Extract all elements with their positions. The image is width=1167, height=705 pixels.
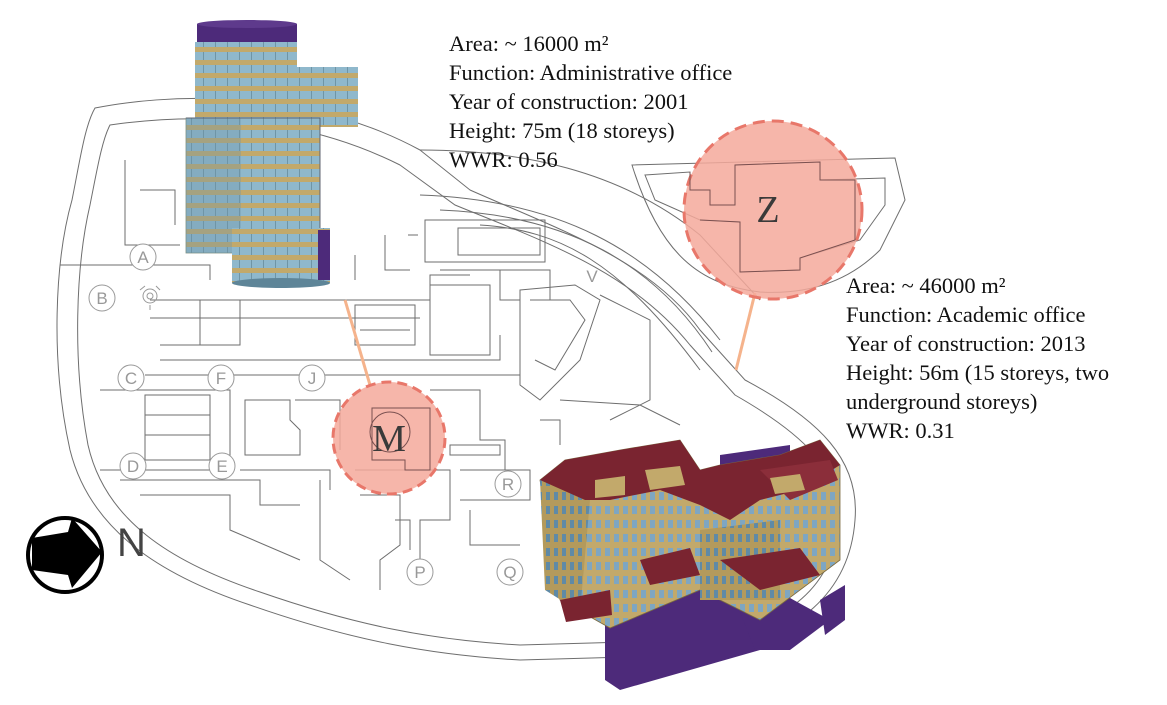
grid-markers [88,243,524,586]
building-m-year: Year of construction: 2001 [449,89,689,114]
grid-label-r: R [502,475,514,494]
building-z-height-cont: underground storeys) [846,389,1038,414]
building-m-function: Function: Administrative office [449,60,733,85]
highlight-circle-z [682,119,864,301]
grid-label-v: V [586,267,598,286]
grid-label-a: A [137,248,149,267]
grid-label-f: F [216,369,226,388]
building-z-height: Height: 56m (15 storeys, two [846,360,1110,385]
building-z-year: Year of construction: 2013 [846,331,1086,356]
m-footprint-round [369,411,411,453]
building-m-model [185,20,358,288]
grid-label-c: C [125,369,137,388]
north-arrow-icon [26,516,104,594]
z-footprint-overlay [689,161,856,273]
road-curve-2 [439,209,713,353]
building-m-height: Height: 75m (18 storeys) [449,118,675,143]
road-upper [419,149,761,301]
grid-label-j: J [308,369,317,388]
north-label: N [117,521,146,565]
m-footprint [371,407,431,471]
building-label-z: Z [756,189,779,231]
building-m-info: Area: ~ 16000 m² Function: Administrativ… [449,29,732,174]
building-m-wwr: WWR: 0.56 [449,147,558,172]
leader-line-z [734,292,757,371]
building-label-m: M [372,418,406,460]
building-z-area: Area: ~ 46000 m² [846,273,1006,298]
grid-label-e: E [216,457,227,476]
road-curve [419,194,721,341]
building-z-function: Function: Academic office [846,302,1086,327]
building-m-area: Area: ~ 16000 m² [449,31,609,56]
building-z-wwr: WWR: 0.31 [846,418,955,443]
grid-label-p: P [414,563,425,582]
highlight-circle-m [331,380,447,496]
grid-label-q: Q [503,563,516,582]
leader-line-m [343,299,372,386]
building-z-model [539,439,845,690]
campus-symbol-icon [139,285,161,310]
grid-label-b: B [96,289,107,308]
grid-label-d: D [127,457,139,476]
building-z-info: Area: ~ 46000 m² Function: Academic offi… [846,271,1109,445]
